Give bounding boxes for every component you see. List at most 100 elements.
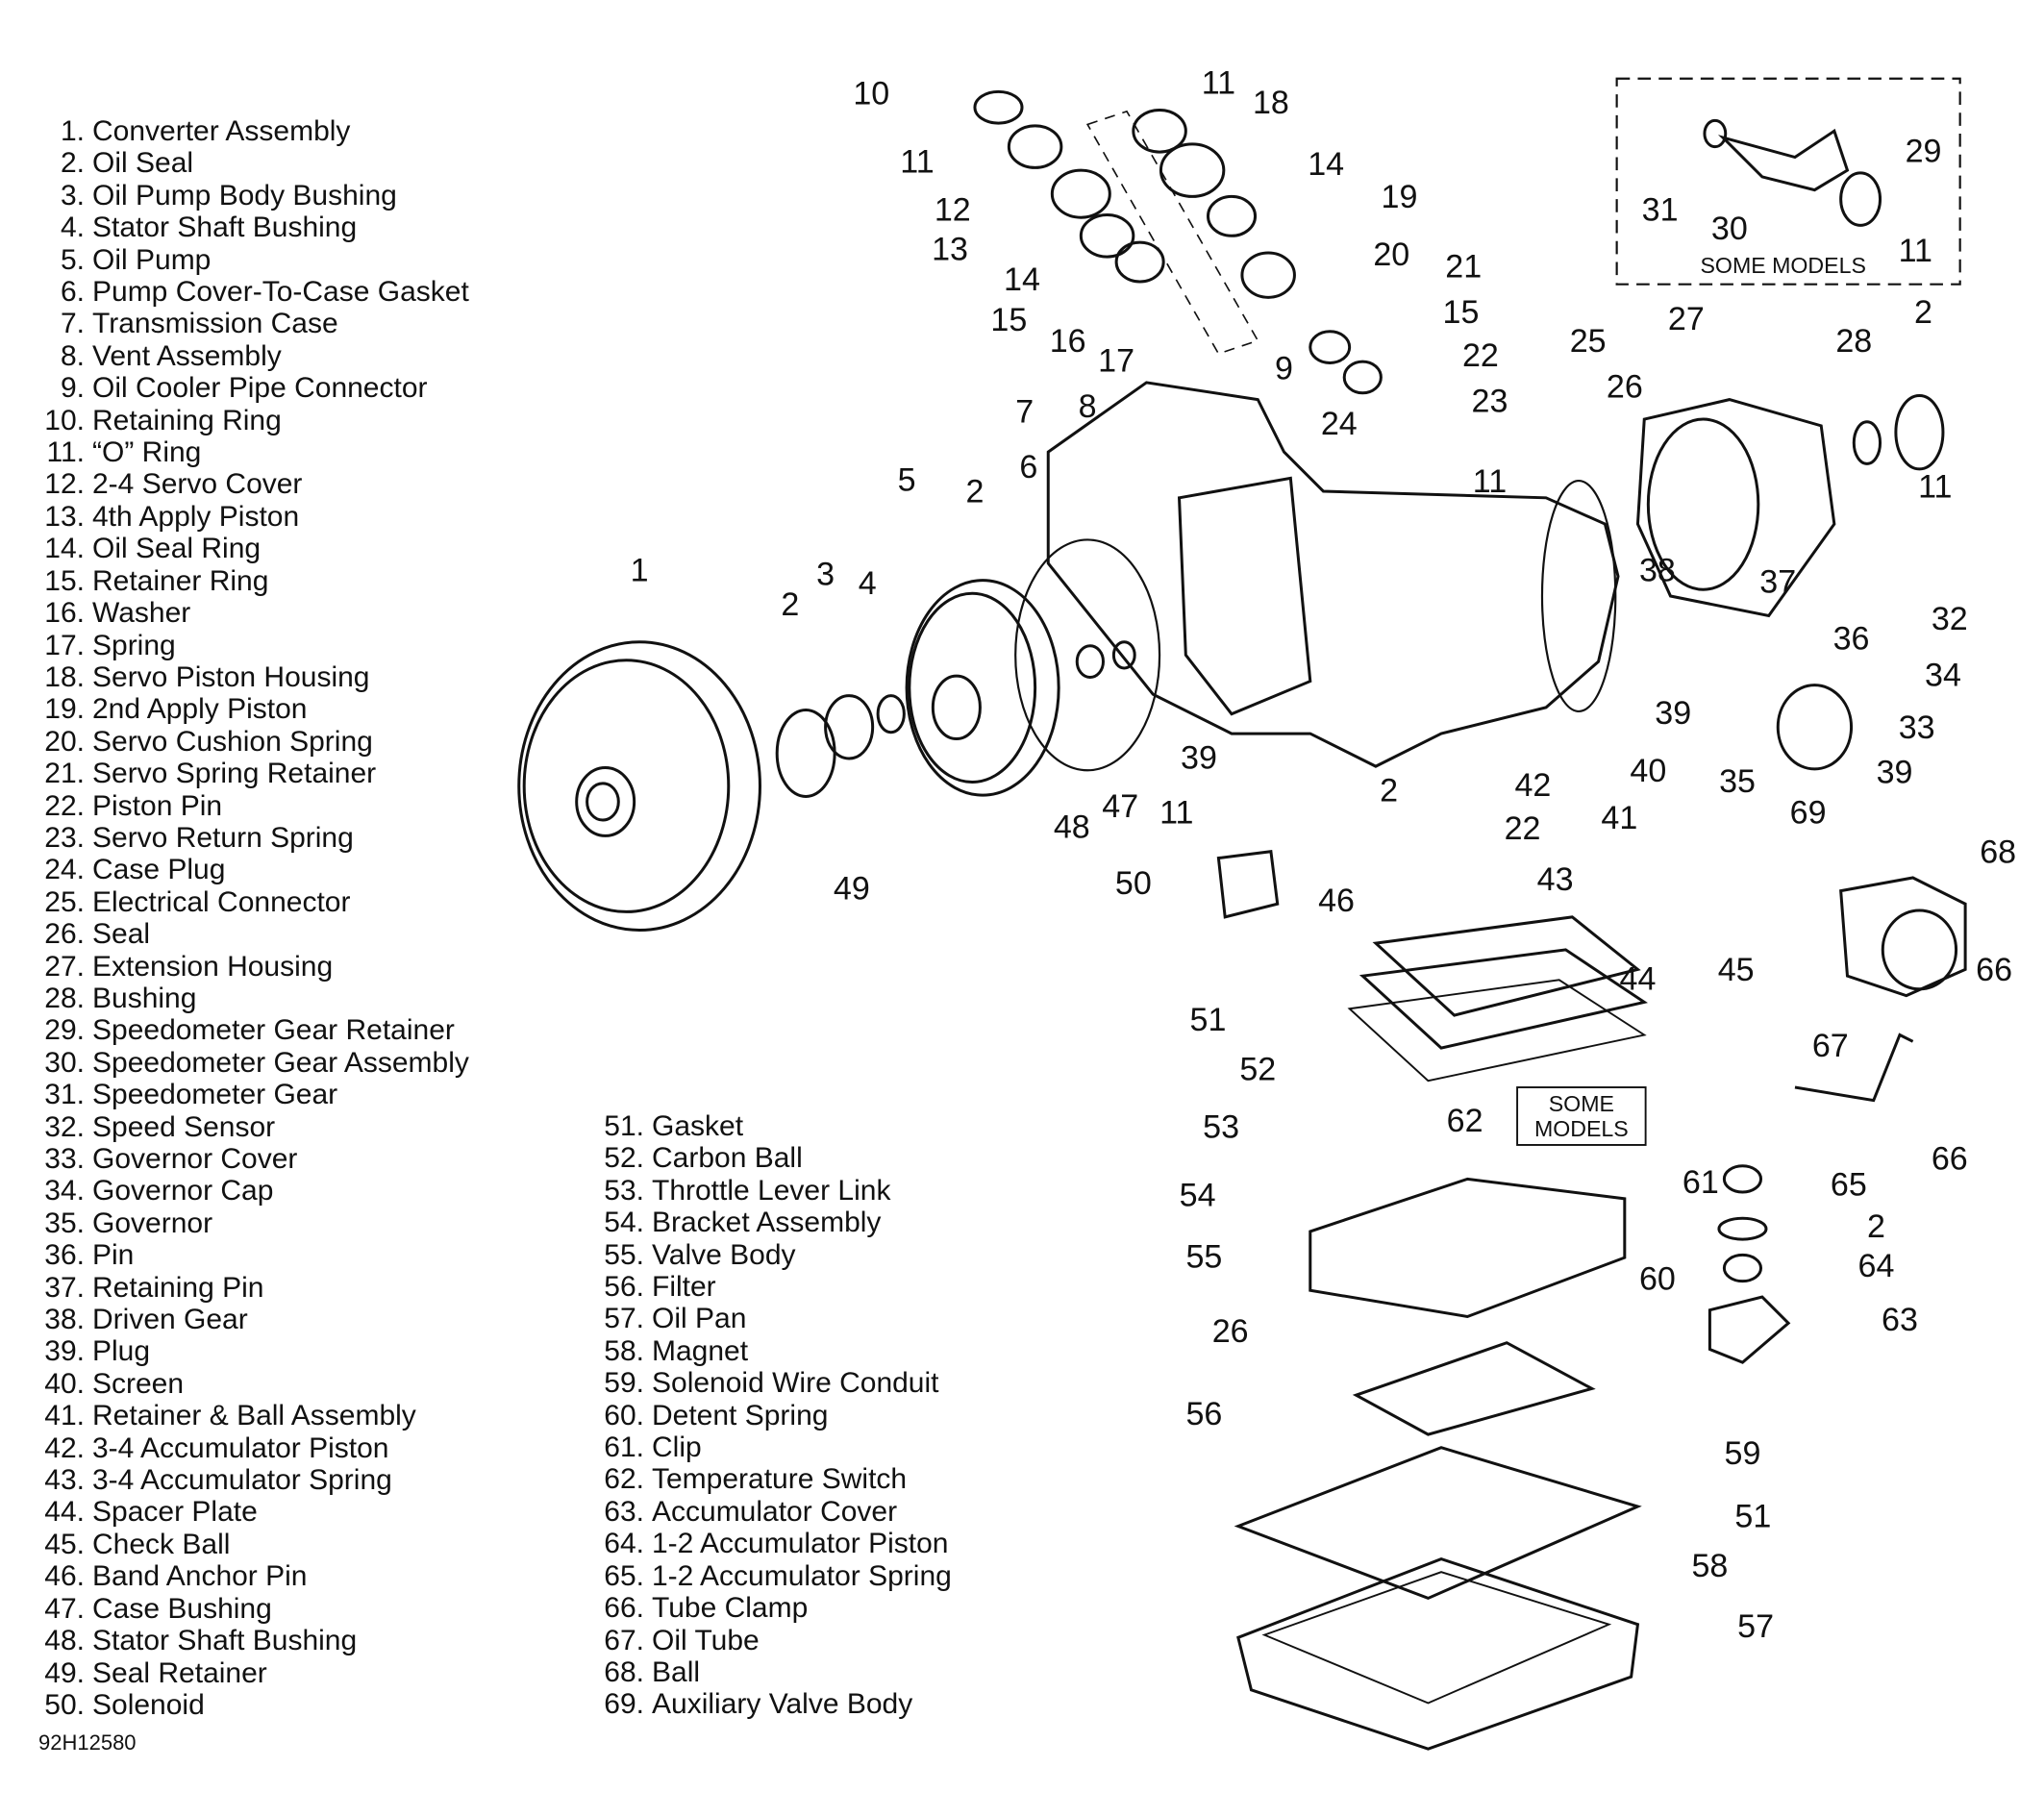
oil-pump-drawing [905,579,1060,797]
legend-item: 18.Servo Piston Housing [29,661,469,693]
legend-item: 47.Case Bushing [29,1593,469,1625]
callout-number: 18 [1253,85,1289,121]
callout-number: 14 [1308,146,1344,183]
governor-cover-drawing [1776,684,1854,771]
legend-item: 28.Bushing [29,983,469,1014]
legend-number: 36. [44,1239,85,1272]
legend-item: 57.Oil Pan [588,1303,952,1334]
callout-number: 39 [1877,754,1913,790]
legend-item: 60.Detent Spring [588,1400,952,1431]
legend-part-name: Servo Cushion Spring [92,725,373,758]
legend-item: 62.Temperature Switch [588,1463,952,1495]
legend-item: 58.Magnet [588,1335,952,1367]
legend-item: 63.Accumulator Cover [588,1496,952,1528]
callout-number: 24 [1321,406,1358,442]
legend-number: 46. [44,1560,85,1593]
legend-item: 52.Carbon Ball [588,1142,952,1174]
inset-label: SOME MODELS [1700,253,1865,278]
legend-part-name: Oil Seal [92,147,194,180]
legend-item: 27.Extension Housing [29,951,469,983]
legend-item: 61.Clip [588,1431,952,1463]
extension-housing-drawing [1635,398,1836,618]
callout-number: 47 [1102,788,1138,825]
callout-number: 65 [1831,1167,1867,1204]
legend-part-name: Oil Pump Body Bushing [92,179,397,212]
legend-part-name: Converter Assembly [92,115,351,147]
legend-item: 55.Valve Body [588,1239,952,1271]
legend-item: 59.Solenoid Wire Conduit [588,1367,952,1399]
legend-number: 58. [604,1334,644,1367]
legend-part-name: Gasket [652,1110,744,1142]
callout-number: 39 [1655,695,1691,732]
callout-number: 2 [1867,1208,1885,1245]
legend-item: 4.Stator Shaft Bushing [29,212,469,243]
legend-item: 10.Retaining Ring [29,405,469,436]
callout-number: 45 [1718,952,1755,988]
legend-item: 13.4th Apply Piston [29,501,469,533]
oil-pan-drawing [1236,1556,1640,1751]
legend-item: 65.1-2 Accumulator Spring [588,1560,952,1592]
callout-number: 64 [1858,1248,1895,1284]
legend-item: 6.Pump Cover-To-Case Gasket [29,276,469,308]
legend-number: 60. [604,1399,644,1431]
callout-number: 49 [834,871,870,908]
callout-number: 9 [1275,351,1293,387]
callout-number: 56 [1185,1396,1222,1432]
legend-part-name: Detent Spring [652,1399,829,1431]
legend-part-name: Pump Cover-To-Case Gasket [92,276,469,309]
legend-item: 22.Piston Pin [29,790,469,822]
legend-part-name: Seal Retainer [92,1656,267,1689]
legend-part-name: “O” Ring [92,436,202,469]
legend-number: 11. [46,436,85,469]
legend-part-name: Carbon Ball [652,1142,803,1175]
callout-number: 42 [1514,767,1551,804]
legend-item: 67.Oil Tube [588,1625,952,1656]
legend-number: 56. [604,1271,644,1304]
legend-item: 26.Seal [29,918,469,950]
callout-number: 34 [1925,657,1961,693]
legend-item: 50.Solenoid [29,1689,469,1721]
legend-item: 64.1-2 Accumulator Piston [588,1528,952,1559]
legend-part-name: Stator Shaft Bushing [92,212,358,244]
legend-item: 2.Oil Seal [29,147,469,179]
callout-number: 1 [631,552,649,588]
callout-number: 55 [1185,1239,1222,1276]
legend-part-name: Governor Cap [92,1175,274,1207]
legend-number: 55. [604,1238,644,1271]
converter-drawing [517,640,761,932]
legend-item: 12.2-4 Servo Cover [29,468,469,500]
callout-number: 53 [1203,1109,1239,1146]
legend-part-name: Driven Gear [92,1304,248,1336]
callout-number: 58 [1691,1548,1728,1584]
callout-number: 40 [1630,753,1666,789]
callout-number: 15 [990,302,1027,338]
legend-number: 5. [60,243,85,276]
legend-item: 54.Bracket Assembly [588,1207,952,1238]
legend-number: 23. [44,821,85,854]
legend-item: 15.Retainer Ring [29,565,469,597]
legend-number: 40. [44,1367,85,1400]
callout-number: 31 [1642,192,1679,229]
callout-number: 17 [1098,342,1134,379]
legend-item: 23.Servo Return Spring [29,822,469,854]
callout-number: 28 [1835,323,1872,360]
legend-part-name: Servo Spring Retainer [92,758,377,790]
legend-part-name: Spring [92,629,176,661]
legend-number: 10. [44,404,85,436]
legend-part-name: Spacer Plate [92,1496,258,1529]
pump-gasket-drawing [1014,538,1161,772]
legend-part-name: Check Ball [92,1528,231,1560]
legend-part-name: Filter [652,1271,716,1304]
legend-number: 2. [60,147,85,180]
callout-number: 68 [1980,834,2016,870]
legend-number: 1. [60,115,85,147]
legend-part-name: Pin [92,1239,135,1272]
callout-number: 67 [1812,1028,1849,1064]
legend-item: 7.Transmission Case [29,308,469,339]
legend-item: 19.2nd Apply Piston [29,693,469,725]
legend-part-name: Plug [92,1335,151,1368]
legend-number: 54. [604,1207,644,1239]
legend-part-name: Servo Piston Housing [92,660,370,693]
legend-number: 69. [604,1688,644,1721]
legend-part-name: Speedometer Gear Retainer [92,1014,455,1047]
